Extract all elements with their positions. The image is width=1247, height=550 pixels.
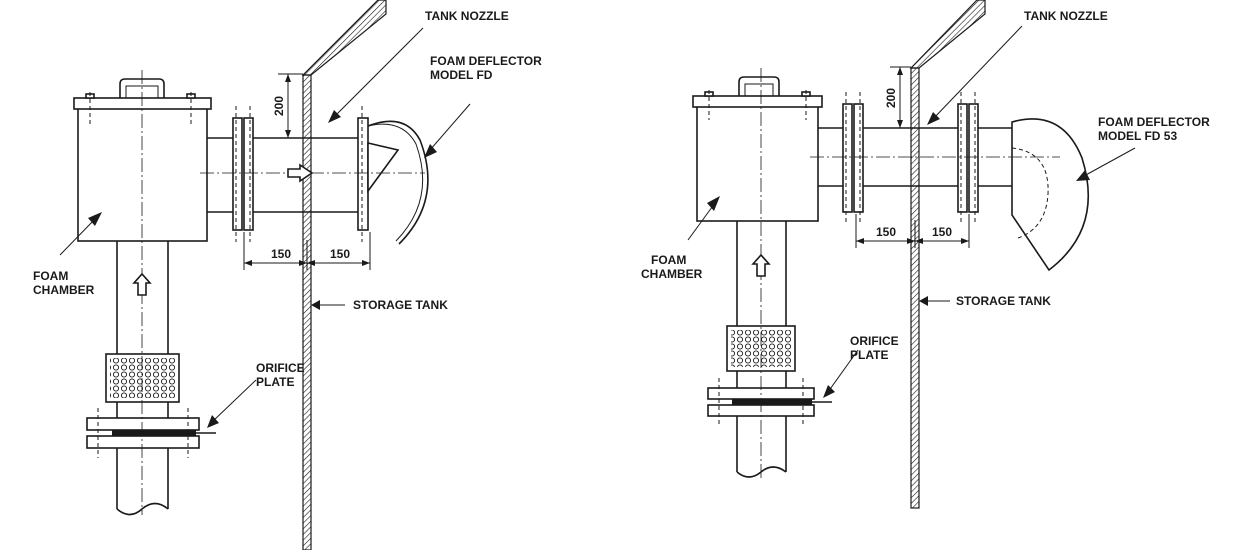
flange-pair-left-right: [842, 92, 864, 222]
outlet-pipe-right: [818, 127, 843, 187]
outlet-pipe: [207, 137, 233, 213]
orifice-plate-label-line1-right: ORIFICE: [850, 334, 899, 348]
flow-arrows: [132, 163, 314, 296]
dimension-200-label: 200: [272, 96, 286, 116]
foam-chamber-body-right: [692, 76, 823, 222]
dimension-150-left-label: 150: [271, 247, 291, 261]
diagram-left: 200 150 150 TANK NOZZLE FOAM DEFLECTOR M…: [33, 0, 542, 550]
inlet-pipe-right: [707, 221, 832, 478]
deflector-label-line1-right: FOAM DEFLECTOR: [1098, 115, 1210, 129]
foam-chamber-body: [73, 78, 212, 242]
tank-nozzle-label: TANK NOZZLE: [425, 9, 509, 23]
deflector-label-line1: FOAM DEFLECTOR: [430, 54, 542, 68]
storage-tank-label: STORAGE TANK: [353, 298, 448, 312]
deflector-label-line2: MODEL FD: [430, 68, 493, 82]
dimension-150-left-label-right: 150: [876, 225, 896, 239]
storage-tank-wall: [301, 0, 387, 550]
dimension-200-right: 200: [884, 66, 911, 129]
foam-chamber-label-line1: FOAM: [33, 269, 68, 283]
foam-chamber-label-line1-right: FOAM: [651, 253, 686, 267]
storage-tank-label-right: STORAGE TANK: [956, 294, 1051, 308]
deflector-label-line2-right: MODEL FD 53: [1098, 129, 1177, 143]
inlet-pipe: [86, 241, 216, 516]
tank-nozzle-label-right: TANK NOZZLE: [1024, 9, 1108, 23]
dimension-150-150-right: 150 150: [855, 214, 970, 248]
foam-chamber-label-line2: CHAMBER: [33, 283, 95, 297]
dimension-150-right-label: 150: [330, 247, 350, 261]
foam-chamber-label-line2-right: CHAMBER: [641, 267, 703, 281]
flange-pair-left: [232, 106, 254, 242]
orifice-plate-label-line2-right: PLATE: [850, 348, 888, 362]
foam-deflector-fd53: [1011, 118, 1089, 272]
labels-right: TANK NOZZLE FOAM DEFLECTOR MODEL FD 53 F…: [641, 9, 1210, 398]
orifice-plate-label-line2: PLATE: [256, 375, 294, 389]
storage-tank-wall-right: [909, 0, 986, 509]
diagram-right: 200 150 150 TANK NOZZLE FOAM DEFLECTOR M…: [641, 0, 1210, 509]
dimension-150-right-label-right: 150: [932, 225, 952, 239]
strainer-mesh: [110, 358, 175, 398]
dimension-200: 200: [272, 73, 303, 139]
dimension-150-150: 150 150: [243, 232, 371, 270]
flow-arrow-right: [751, 253, 771, 277]
dimension-200-label-right: 200: [884, 88, 898, 108]
foam-deflector-hood: [367, 120, 429, 245]
orifice-plate-label-line1: ORIFICE: [256, 361, 305, 375]
labels: TANK NOZZLE FOAM DEFLECTOR MODEL FD FOAM…: [33, 9, 542, 428]
